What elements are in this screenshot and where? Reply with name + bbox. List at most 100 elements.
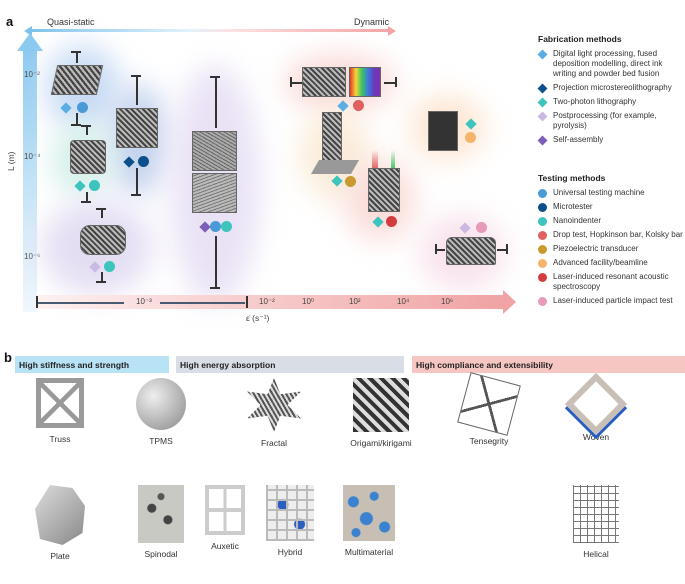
legend-item: Two-photon lithography xyxy=(537,97,685,108)
spinodal-icon xyxy=(138,485,184,543)
legend-item: Microtester xyxy=(538,202,685,212)
strain-rate-axis-arrow xyxy=(36,295,504,309)
structure-plate: Plate xyxy=(30,485,90,561)
panel-b-label: b xyxy=(4,350,12,365)
origami-icon xyxy=(353,378,409,432)
testing-marker-icon xyxy=(210,221,221,232)
simulation-heatmap-image xyxy=(349,67,381,97)
circle-icon xyxy=(538,297,547,306)
legend-item: Universal testing machine xyxy=(538,188,685,198)
fabrication-legend-title: Fabrication methods xyxy=(538,34,622,44)
structure-multimaterial: Multimaterial xyxy=(334,485,404,557)
diamond-icon xyxy=(537,97,548,108)
arrowhead-right-icon xyxy=(503,290,516,314)
sem-specimen-image xyxy=(192,173,237,213)
y-tick: 10⁻⁶ xyxy=(24,252,41,261)
auxetic-icon xyxy=(205,485,245,535)
circle-icon xyxy=(538,189,547,198)
x-tick: 10⁶ xyxy=(441,297,454,306)
plate-icon xyxy=(35,485,85,545)
testing-marker-icon xyxy=(476,222,487,233)
panel-a-label: a xyxy=(6,14,14,29)
testing-legend-title: Testing methods xyxy=(538,173,606,183)
arrowhead-right-icon xyxy=(388,26,396,36)
tensegrity-icon xyxy=(457,372,521,436)
legend-item: Piezoelectric transducer xyxy=(538,244,685,254)
hybrid-icon xyxy=(266,485,314,541)
truss-icon xyxy=(36,378,84,428)
structure-tpms: TPMS xyxy=(131,378,191,446)
range-cap xyxy=(246,296,248,308)
laser-beam-red xyxy=(372,150,378,170)
legend-item: Laser-induced resonant acoustic spectros… xyxy=(538,272,685,292)
structure-tensegrity: Tensegrity xyxy=(457,372,521,446)
testing-marker-icon xyxy=(465,132,476,143)
range-cap xyxy=(36,296,38,308)
y-axis-label: L (m) xyxy=(6,151,16,171)
testing-marker-icon xyxy=(89,180,100,191)
circle-icon xyxy=(538,245,547,254)
legend-item: Laser-induced particle impact test xyxy=(538,296,685,306)
circle-icon xyxy=(538,259,547,268)
y-tick: 10⁻² xyxy=(24,70,40,79)
testing-marker-icon xyxy=(345,176,356,187)
impact-specimen-image xyxy=(302,67,346,97)
testing-legend: Testing methods Universal testing machin… xyxy=(538,173,685,310)
diamond-icon xyxy=(537,49,548,60)
particle-impact-specimen-image xyxy=(446,237,496,265)
circle-icon xyxy=(538,273,547,282)
structure-truss: Truss xyxy=(30,378,90,444)
lattice-specimen-image xyxy=(80,225,126,255)
tower-specimen-image xyxy=(322,112,342,167)
x-tick: 10² xyxy=(349,297,361,306)
structure-fractal: Fractal xyxy=(244,378,304,448)
quasi-static-label: Quasi-static xyxy=(47,17,95,27)
specimen-base xyxy=(310,160,360,174)
x-axis-label: ε̇ (s⁻¹) xyxy=(246,313,270,323)
fractal-icon xyxy=(247,378,301,432)
quasi-static-range-line xyxy=(38,302,124,304)
testing-marker-icon xyxy=(104,261,115,272)
structure-hybrid: Hybrid xyxy=(260,485,320,557)
category-header-energy-absorption: High energy absorption xyxy=(176,356,404,373)
x-tick-quasi-static: 10⁻³ xyxy=(136,297,152,306)
diamond-icon xyxy=(537,111,548,122)
lattice-specimen-image xyxy=(70,140,106,174)
tpms-icon xyxy=(136,378,186,430)
lattice-column-image xyxy=(368,168,400,212)
structure-helical: Helical xyxy=(566,485,626,559)
x-tick: 10⁰ xyxy=(302,297,315,306)
structure-spinodal: Spinodal xyxy=(131,485,191,559)
structure-origami: Origami/kirigami xyxy=(346,378,416,448)
helical-icon xyxy=(573,485,619,543)
beamline-specimen-image xyxy=(428,111,458,151)
circle-icon xyxy=(538,231,547,240)
arrowhead-left-icon xyxy=(24,26,32,36)
fabrication-legend: Fabrication methods Digital light proces… xyxy=(537,34,685,149)
sem-specimen-image xyxy=(116,108,158,148)
testing-marker-icon xyxy=(353,100,364,111)
diamond-icon xyxy=(537,83,548,94)
structure-auxetic: Auxetic xyxy=(195,485,255,551)
legend-item: Projection microstereolithography xyxy=(537,83,685,94)
woven-icon xyxy=(564,372,628,436)
legend-item: Postprocessing (for example, pyrolysis) xyxy=(537,111,685,131)
x-tick: 10⁴ xyxy=(397,297,410,306)
laser-beam-green xyxy=(391,150,395,170)
lattice-specimen-image xyxy=(50,65,104,95)
testing-marker-icon xyxy=(138,156,149,167)
testing-marker-icon xyxy=(386,216,397,227)
structure-woven: Woven xyxy=(564,372,628,442)
category-header-compliance: High compliance and extensibility xyxy=(412,356,685,373)
circle-icon xyxy=(538,217,547,226)
dynamic-label: Dynamic xyxy=(354,17,390,27)
legend-item: Nanoindenter xyxy=(538,216,685,226)
legend-item: Self-assembly xyxy=(537,135,685,146)
testing-marker-icon xyxy=(77,102,88,113)
y-tick: 10⁻⁴ xyxy=(24,152,41,161)
legend-item: Advanced facility/beamline xyxy=(538,258,685,268)
circle-icon xyxy=(538,203,547,212)
legend-item: Drop test, Hopkinson bar, Kolsky bar xyxy=(538,230,685,240)
arrowhead-up-icon xyxy=(17,33,43,51)
length-axis-arrow xyxy=(23,50,37,312)
